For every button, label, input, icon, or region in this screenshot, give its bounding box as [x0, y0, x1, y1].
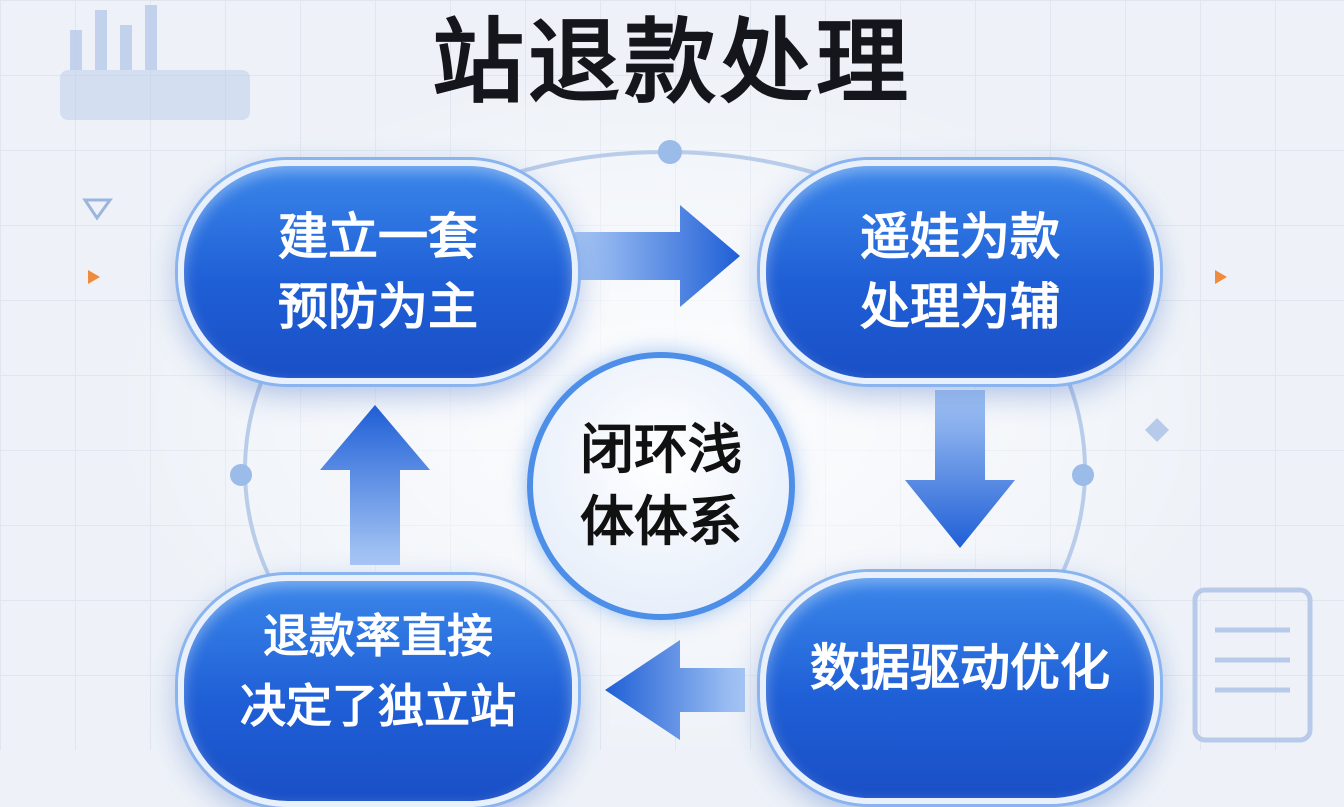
center-bubble: 闭环浅 体体系	[527, 352, 795, 620]
orange-marker-icon	[88, 270, 100, 284]
cycle-diagram	[60, 5, 1313, 750]
arrow-down	[905, 390, 1015, 548]
orange-marker-icon	[1215, 270, 1227, 284]
page-title: 站退款处理	[431, 9, 912, 116]
step-text: 处理为辅	[860, 278, 1060, 336]
triangle-decoration-icon	[82, 198, 113, 221]
step-text: 数据驱动优化	[810, 639, 1110, 697]
step-prevention: 建立一套 预防为主	[178, 160, 578, 384]
ring-dot	[658, 140, 682, 164]
diamond-decoration-icon	[1145, 418, 1169, 442]
center-text: 闭环浅	[580, 418, 742, 481]
center-text: 体体系	[580, 490, 742, 553]
ring-dot	[1072, 464, 1094, 486]
step-text: 遥娃为款	[860, 208, 1060, 266]
step-refund-rate: 退款率直接 决定了独立站	[178, 575, 578, 807]
arrow-up	[320, 405, 430, 565]
step-text: 建立一套	[278, 208, 478, 266]
arrow-left	[605, 640, 745, 740]
step-handling: 遥娃为款 处理为辅	[760, 160, 1160, 384]
step-text: 预防为主	[278, 278, 478, 336]
document-decoration-icon	[1192, 587, 1313, 743]
step-text: 决定了独立站	[240, 679, 516, 733]
step-data-driven: 数据驱动优化	[760, 572, 1160, 804]
chart-decoration-icon	[60, 5, 250, 120]
ring-dot	[230, 464, 252, 486]
arrow-right	[575, 205, 740, 307]
step-text: 退款率直接	[263, 609, 493, 663]
